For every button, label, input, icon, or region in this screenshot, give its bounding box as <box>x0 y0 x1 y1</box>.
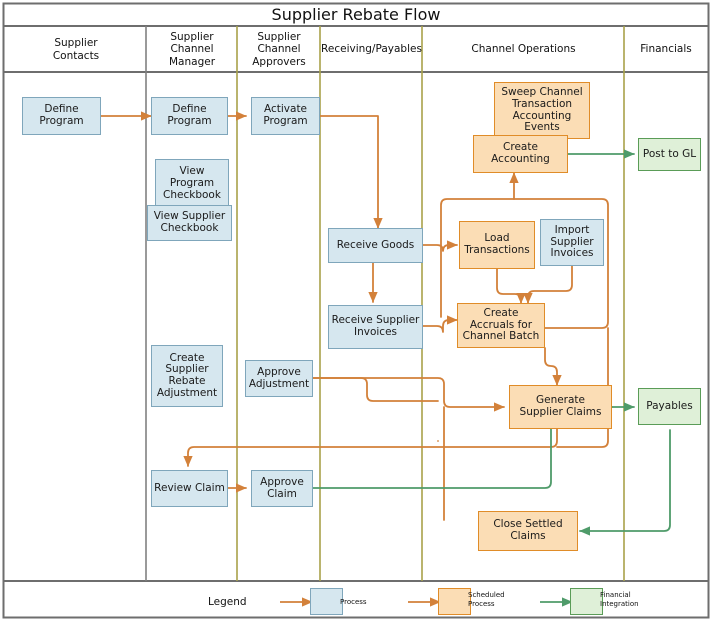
node-generate-supplier-claims[interactable]: Generate Supplier Claims <box>509 385 612 429</box>
legend-swatch-financial-integration <box>570 588 603 615</box>
node-receive-supplier-invoices[interactable]: Receive Supplier Invoices <box>328 305 423 349</box>
node-label: Approve Claim <box>260 475 304 500</box>
lane-header-supplier-channel-approvers: Supplier Channel Approvers <box>238 27 320 72</box>
lane-label: Receiving/Payables <box>321 43 422 56</box>
lane-label: Financials <box>640 43 692 56</box>
node-create-accounting[interactable]: Create Accounting <box>473 135 568 173</box>
legend-arrow-process-icon <box>280 597 313 607</box>
node-load-transactions[interactable]: Load Transactions <box>459 221 535 269</box>
node-label: Payables <box>646 399 693 412</box>
node-close-settled-claims[interactable]: Close Settled Claims <box>478 511 578 551</box>
node-review-claim[interactable]: Review Claim <box>151 470 228 507</box>
node-label: Close Settled Claims <box>493 518 563 542</box>
page-title: Supplier Rebate Flow <box>271 5 441 24</box>
node-label: Define Program <box>167 103 212 127</box>
node-label: Generate Supplier Claims <box>519 394 602 418</box>
node-label: Create Supplier Rebate Adjustment <box>156 351 218 399</box>
legend-label-financial-integration: Financial Integration <box>600 591 639 608</box>
lane-label: Channel Operations <box>471 43 576 56</box>
legend-title: Legend <box>208 596 247 608</box>
lane-header-supplier-channel-manager: Supplier Channel Manager <box>147 27 237 72</box>
node-activate-program[interactable]: Activate Program <box>251 97 320 135</box>
node-import-supplier-invoices[interactable]: Import Supplier Invoices <box>540 219 604 266</box>
node-label: Receive Supplier Invoices <box>331 314 420 338</box>
node-label: Load Transactions <box>464 232 530 256</box>
node-label: Review Claim <box>154 481 225 494</box>
node-approve-claim[interactable]: Approve Claim <box>251 470 313 507</box>
node-label: Import Supplier Invoices <box>550 223 594 260</box>
lane-header-channel-operations: Channel Operations <box>423 27 624 72</box>
legend-arrow-scheduled-process-icon <box>408 597 441 607</box>
node-label: Activate Program <box>263 103 308 127</box>
lane-label: Supplier Contacts <box>52 36 100 62</box>
lane-header-receiving-payables: Receiving/Payables <box>321 27 422 72</box>
node-label: View Program Checkbook <box>163 165 221 201</box>
legend-arrow-financial-integration-icon <box>540 597 573 607</box>
node-label: View Supplier Checkbook <box>153 210 226 234</box>
node-approve-adjustment[interactable]: Approve Adjustment <box>245 360 313 397</box>
node-create-accruals-for-channel-batch[interactable]: Create Accruals for Channel Batch <box>457 303 545 348</box>
legend-swatch-scheduled-process <box>438 588 471 615</box>
node-label: Post to GL <box>642 147 697 160</box>
lane-header-financials: Financials <box>625 27 707 72</box>
node-label: Create Accruals for Channel Batch <box>462 306 540 343</box>
node-create-supplier-rebate-adjustment[interactable]: Create Supplier Rebate Adjustment <box>151 345 223 407</box>
node-label: Define Program <box>39 103 84 127</box>
node-label: Approve Adjustment <box>248 365 310 390</box>
node-define-program-contacts[interactable]: Define Program <box>22 97 101 135</box>
lane-header-supplier-contacts: Supplier Contacts <box>6 27 146 72</box>
node-view-supplier-checkbook[interactable]: View Supplier Checkbook <box>147 205 232 241</box>
node-label: Sweep Channel Transaction Accounting Eve… <box>501 86 583 134</box>
node-receive-goods[interactable]: Receive Goods <box>328 228 423 263</box>
node-define-program-manager[interactable]: Define Program <box>151 97 228 135</box>
node-post-to-gl[interactable]: Post to GL <box>638 138 701 171</box>
legend-label-scheduled-process: Scheduled Process <box>468 591 505 608</box>
node-label: Receive Goods <box>336 238 415 251</box>
node-label: Create Accounting <box>491 141 550 165</box>
lane-label: Supplier Channel Approvers <box>252 30 306 68</box>
node-view-program-checkbook[interactable]: View Program Checkbook <box>155 159 229 209</box>
legend-swatch-process <box>310 588 343 615</box>
node-payables[interactable]: Payables <box>638 388 701 425</box>
legend-label-process: Process <box>340 598 367 606</box>
node-sweep-channel-transaction-accounting-events[interactable]: Sweep Channel Transaction Accounting Eve… <box>494 82 590 139</box>
lane-label: Supplier Channel Manager <box>168 30 216 68</box>
